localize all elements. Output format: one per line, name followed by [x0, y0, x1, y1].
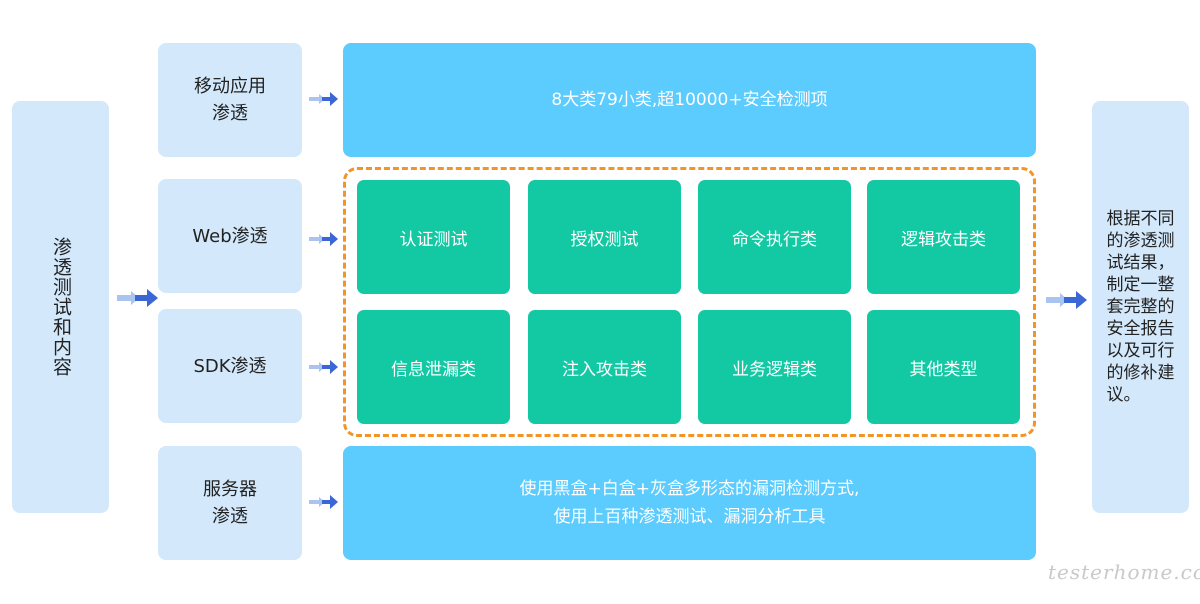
arrow-right-icon	[309, 92, 338, 106]
category-web-label: Web渗透	[192, 225, 268, 247]
result-text: 根据不同 的渗透测 试结果， 制定一整 套完整的 安全报告 以及可行 的修补建 …	[1106, 209, 1175, 405]
test-type-label: 业务逻辑类	[732, 359, 817, 380]
scope-box: 渗透测试和内容	[12, 101, 109, 513]
test-type-group	[343, 167, 1036, 437]
category-sdk: SDK渗透	[158, 309, 302, 423]
test-type-tile: 业务逻辑类	[698, 310, 851, 424]
test-type-label: 信息泄漏类	[391, 359, 476, 380]
coverage-banner: 8大类79小类,超10000+安全检测项	[343, 43, 1036, 157]
test-type-tile: 授权测试	[528, 180, 681, 294]
arrow-right-icon	[117, 289, 158, 307]
category-server: 服务器 渗透	[158, 446, 302, 560]
test-type-tile: 认证测试	[357, 180, 510, 294]
arrow-right-icon	[1046, 291, 1087, 309]
methods-banner: 使用黑盒+白盒+灰盒多形态的漏洞检测方式, 使用上百种渗透测试、漏洞分析工具	[343, 446, 1036, 560]
test-type-tile: 逻辑攻击类	[867, 180, 1020, 294]
test-type-label: 授权测试	[570, 229, 639, 250]
coverage-text: 8大类79小类,超10000+安全检测项	[551, 90, 828, 110]
test-type-tile: 信息泄漏类	[357, 310, 510, 424]
methods-text: 使用黑盒+白盒+灰盒多形态的漏洞检测方式, 使用上百种渗透测试、漏洞分析工具	[519, 479, 860, 527]
category-mobile-app: 移动应用 渗透	[158, 43, 302, 157]
test-type-label: 注入攻击类	[562, 359, 647, 380]
test-type-label: 认证测试	[399, 229, 468, 250]
watermark: testerhome.com	[1048, 560, 1200, 584]
arrow-right-icon	[309, 360, 338, 374]
category-server-label: 服务器 渗透	[203, 479, 257, 527]
test-type-label: 逻辑攻击类	[901, 229, 986, 250]
scope-label: 渗透测试和内容	[50, 237, 72, 377]
test-type-label: 其他类型	[909, 359, 978, 380]
arrow-right-icon	[309, 232, 338, 246]
arrow-right-icon	[309, 495, 338, 509]
test-type-tile: 其他类型	[867, 310, 1020, 424]
test-type-tile: 命令执行类	[698, 180, 851, 294]
category-web: Web渗透	[158, 179, 302, 293]
category-mobile-app-label: 移动应用 渗透	[194, 76, 266, 124]
test-type-label: 命令执行类	[732, 229, 817, 250]
category-sdk-label: SDK渗透	[193, 355, 267, 377]
result-box: 根据不同 的渗透测 试结果， 制定一整 套完整的 安全报告 以及可行 的修补建 …	[1092, 101, 1189, 513]
test-type-tile: 注入攻击类	[528, 310, 681, 424]
